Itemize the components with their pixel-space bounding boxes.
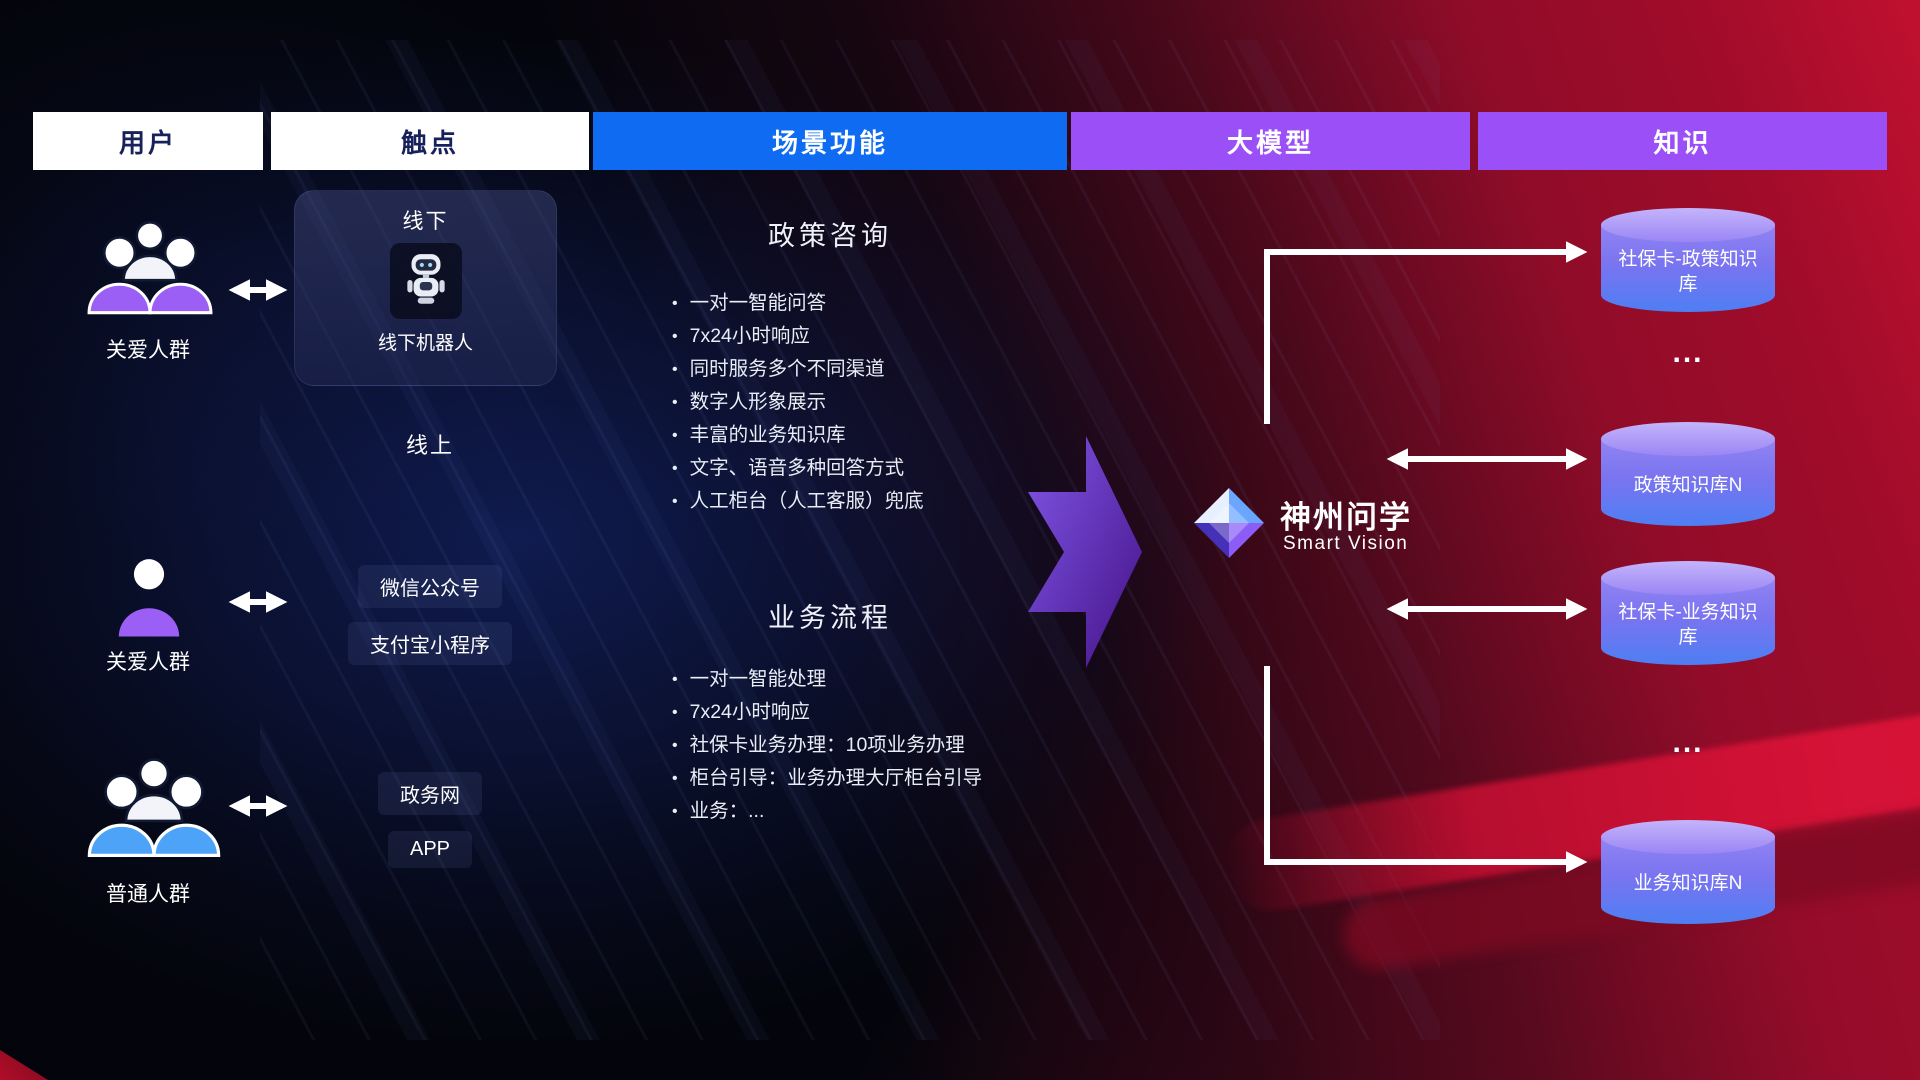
robot-icon (406, 254, 445, 304)
policy-feature-list: 一对一智能问答 7x24小时响应 同时服务多个不同渠道 数字人形象展示 丰富的业… (672, 292, 924, 523)
user-label-care-group-2: 关爱人群 (106, 651, 190, 674)
database-icon (1601, 422, 1775, 456)
user-label-care-group-1: 关爱人群 (106, 339, 190, 362)
channel-govweb-label: 政务网 (378, 772, 482, 815)
channel-app-label: APP (387, 831, 473, 868)
online-label: 线上 (405, 433, 454, 458)
offline-card-title: 线下 (402, 210, 449, 233)
model-subtitle: Smart Vision (1283, 533, 1409, 554)
policy-item: 同时服务多个不同渠道 (672, 358, 924, 382)
care-person-icon (118, 559, 180, 637)
channel-alipay-label: 支付宝小程序 (348, 622, 512, 665)
general-group-icon (87, 758, 221, 857)
header-knowledge: 知识 (1478, 112, 1887, 170)
smart-vision-logo-icon (1194, 488, 1264, 558)
database-icon (1601, 820, 1775, 854)
business-item: 柜台引导：业务办理大厅柜台引导 (672, 767, 983, 791)
header-users: 用户 (33, 112, 263, 170)
offline-card-caption: 线下机器人 (377, 333, 473, 354)
policy-item: 数字人形象展示 (672, 391, 924, 415)
business-item: 业务：... (672, 800, 982, 824)
policy-item: 文字、语音多种回答方式 (672, 457, 924, 481)
policy-item: 人工柜台（人工客服）兜底 (672, 490, 924, 514)
knowledge-db-policy-n: 政策知识库N (1601, 422, 1775, 526)
robot-image-frame (389, 243, 462, 319)
channel-app: APP (271, 831, 589, 868)
flow-arrow-icon (1028, 436, 1142, 668)
policy-item: 7x24小时响应 (672, 325, 924, 349)
header-large-model: 大模型 (1071, 112, 1470, 170)
policy-item: 丰富的业务知识库 (672, 424, 924, 448)
knowledge-ellipsis-2: ... (1672, 726, 1704, 759)
business-item: 一对一智能处理 (672, 668, 982, 692)
business-feature-list: 一对一智能处理 7x24小时响应 社保卡业务办理：10项业务办理 柜台引导：业务… (672, 668, 983, 833)
header-scene-functions: 场景功能 (593, 112, 1067, 170)
care-group-icon (87, 221, 213, 315)
channel-wechat-label: 微信公众号 (358, 565, 502, 608)
policy-item: 一对一智能问答 (672, 292, 924, 316)
channel-alipay: 支付宝小程序 (271, 622, 589, 665)
business-section-title: 业务流程 (768, 603, 892, 633)
knowledge-ellipsis-1: ... (1672, 336, 1704, 369)
header-touchpoints: 触点 (271, 112, 589, 170)
knowledge-db-policy-ssc: 社保卡-政策知识库 (1601, 208, 1775, 312)
knowledge-db-business-ssc: 社保卡-业务知识库 (1601, 561, 1775, 665)
channel-wechat: 微信公众号 (271, 565, 589, 608)
business-item: 7x24小时响应 (672, 701, 982, 725)
offline-robot-card: 线下 线下机器人 (294, 190, 557, 386)
channel-govweb: 政务网 (271, 772, 589, 815)
knowledge-db-business-n: 业务知识库N (1601, 820, 1775, 924)
model-name: 神州问学 (1280, 500, 1412, 535)
policy-section-title: 政策咨询 (768, 221, 892, 251)
user-label-general-group: 普通人群 (106, 883, 190, 906)
business-item: 社保卡业务办理：10项业务办理 (672, 734, 982, 758)
database-icon (1601, 561, 1775, 595)
knowledge-db-label: 政策知识库N (1601, 439, 1775, 526)
database-icon (1601, 208, 1775, 242)
